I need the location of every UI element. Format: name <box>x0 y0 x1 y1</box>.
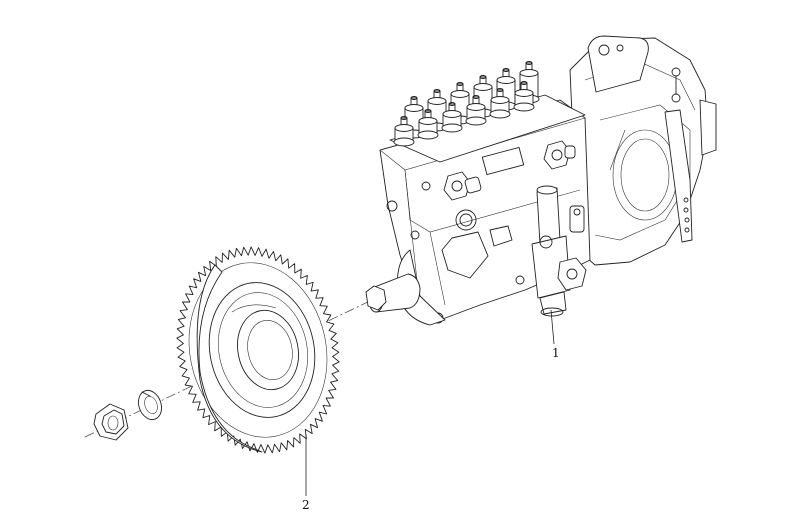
side-fitting-left <box>443 171 471 201</box>
delivery-valve-2-6 <box>513 81 535 112</box>
hex-nut <box>93 403 129 441</box>
delivery-valve-2-1 <box>393 116 415 147</box>
gear-side-face <box>196 264 263 453</box>
drive-gear <box>176 246 340 454</box>
delivery-valve-2-5 <box>489 88 511 119</box>
spring-washer <box>138 389 162 421</box>
callout-2: 2 <box>302 498 310 512</box>
delivery-valve-1-6 <box>518 61 540 104</box>
injection-pump <box>365 35 717 326</box>
control-lever-arm <box>664 109 693 243</box>
delivery-valves <box>393 61 540 147</box>
side-fitting-right <box>543 140 571 170</box>
callout-1: 1 <box>552 346 560 360</box>
feed-pump <box>531 185 587 317</box>
delivery-valve-2-2 <box>417 109 439 140</box>
delivery-valve-2-4 <box>465 95 487 126</box>
lower-hex-boss <box>441 231 489 279</box>
delivery-valve-2-3 <box>441 102 463 133</box>
governor-top-lever <box>587 35 649 93</box>
gear-hub <box>237 309 299 391</box>
leader-line-1 <box>550 309 555 345</box>
